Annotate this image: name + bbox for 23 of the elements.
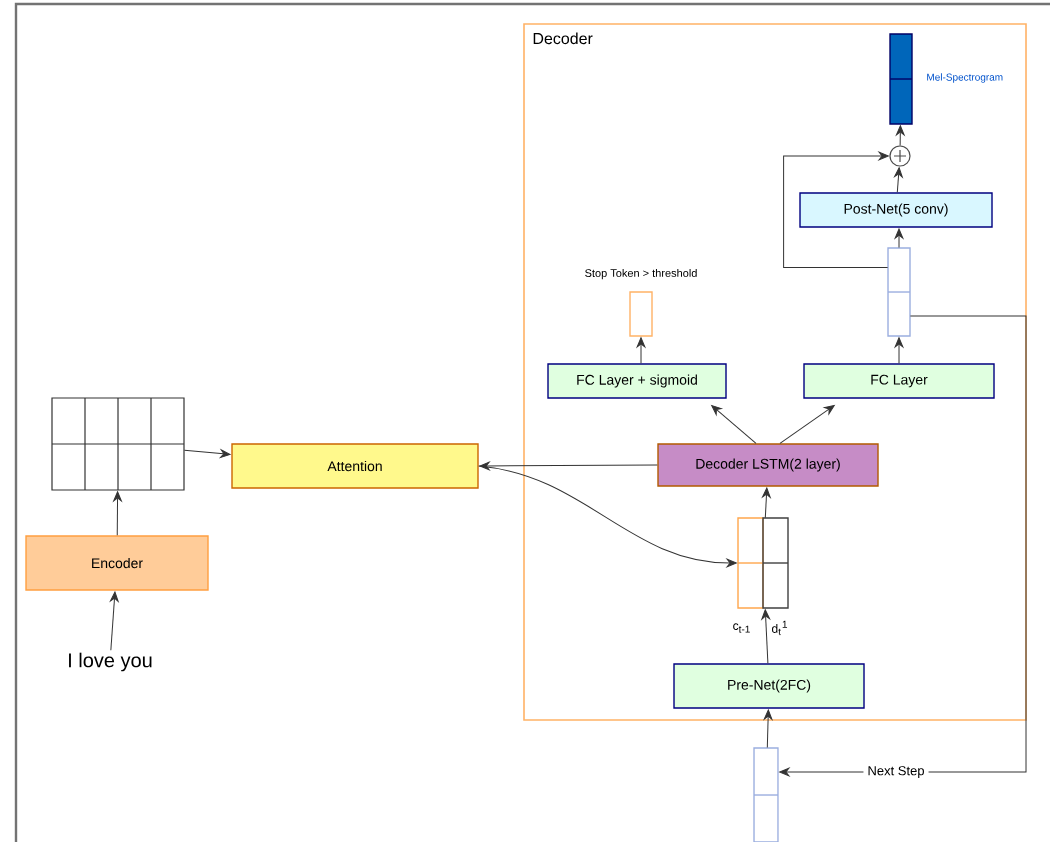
arrow bbox=[763, 709, 773, 749]
arrow bbox=[895, 125, 905, 147]
arrow bbox=[762, 487, 771, 519]
arrow bbox=[711, 405, 757, 444]
sum-circle bbox=[889, 145, 911, 167]
arrow bbox=[783, 151, 889, 269]
arrow bbox=[894, 167, 903, 193]
matrix-grid bbox=[51, 397, 185, 491]
arrow bbox=[183, 449, 231, 458]
arrow bbox=[109, 591, 119, 651]
arrow bbox=[894, 228, 904, 249]
arrow bbox=[479, 461, 658, 471]
panel-title: Decoder bbox=[533, 32, 593, 45]
input-text: I love you bbox=[69, 652, 152, 672]
arrow bbox=[779, 315, 1027, 777]
arrow bbox=[894, 337, 904, 364]
arrow bbox=[779, 404, 835, 444]
arrow bbox=[478, 465, 737, 568]
arrow bbox=[113, 491, 122, 536]
vector-bar bbox=[887, 247, 911, 337]
arrow bbox=[761, 609, 771, 664]
arrow bbox=[636, 337, 646, 364]
vector-bar bbox=[753, 747, 779, 842]
